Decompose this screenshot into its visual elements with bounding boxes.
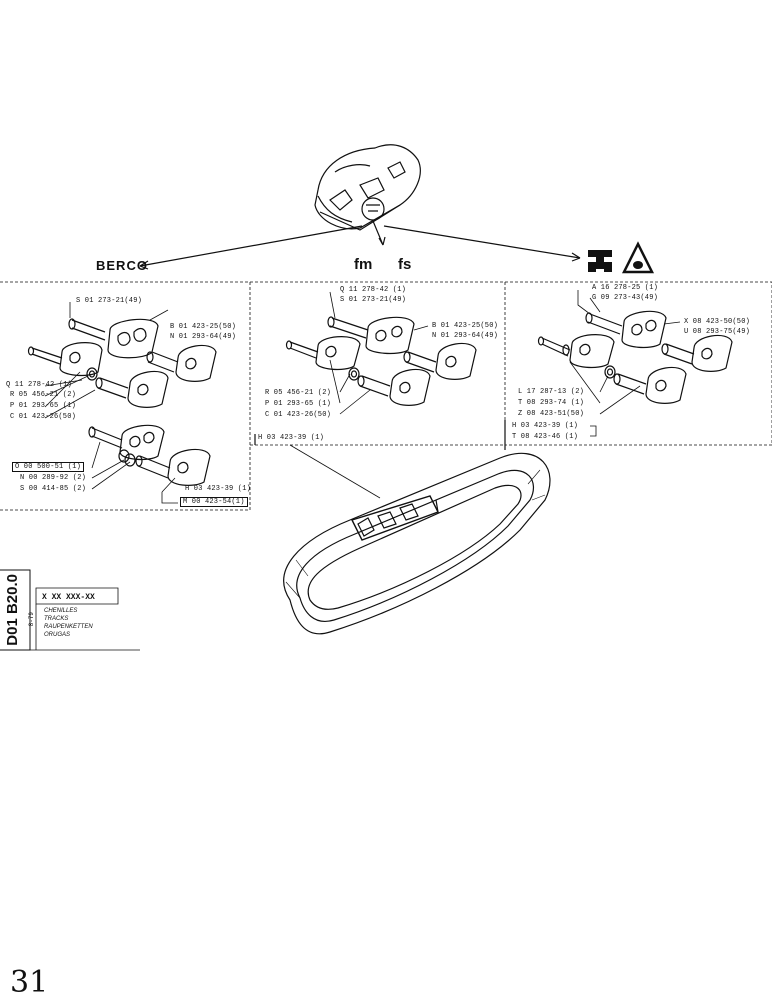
part-label: O 00 500-51 (1) [12,462,85,472]
part-label: H 03 423-39 (1) [512,422,579,430]
part-label: S 01 273-21(49) [340,296,407,304]
part-label: P 01 293-65 (1) [265,400,332,408]
part-label: A 16 278-25 (1) [592,284,659,292]
right-panel-parts [537,310,733,404]
title-name-es: ORUGAS [44,632,71,638]
part-label: S 01 273-21(49) [76,297,143,305]
middle-panel-parts [285,316,477,406]
part-label: H 03 423-39 (1) [258,434,325,442]
part-label: B 01 423-25(50) [170,323,237,331]
cat-a-brand-logos [588,241,655,274]
berco-brand-label: BERCO [96,258,148,273]
part-label: T 08 423-46 (1) [512,433,579,441]
title-name-de: RAUPENKETTEN [44,624,93,630]
part-label: M 00 423-54(1) [180,497,248,507]
page-number: 31 [10,965,49,1000]
part-label: H 03 423-39 (1) [185,485,252,493]
machine-illustration [314,144,421,231]
left-panel-parts [27,318,217,486]
part-label: R 05 456-21 (2) [10,391,77,399]
reference-number: X XX XXX-XX [42,593,95,602]
part-label: X 08 423-50(50) [684,318,751,326]
part-label: Z 08 423-51(50) [518,410,585,418]
part-label: Q 11 278-42 (1) [6,381,73,389]
title-name-fr: CHENILLES [44,608,78,614]
part-label: N 01 293-64(49) [432,332,499,340]
part-label: U 08 293-75(49) [684,328,751,336]
track-loop-illustration [283,452,551,635]
part-label: C 01 423-26(50) [10,413,77,421]
fm-brand-label: fm [354,256,373,273]
part-label: Q 11 278-42 (1) [340,286,407,294]
part-label: G 09 273-43(49) [592,294,659,302]
drawing-code-text: D01 B20.0 [4,574,21,646]
part-label: S 00 414-85 (2) [20,485,87,493]
drawing-code: D01 B20.0 [4,574,30,650]
part-label: B 01 423-25(50) [432,322,499,330]
part-label: P 01 293-65 (1) [10,402,77,410]
title-name-en: TRACKS [44,616,69,622]
part-label: R 05 456-21 (2) [265,389,332,397]
drawing-date: 8-79 [28,612,35,627]
part-label: T 08 293-74 (1) [518,399,585,407]
part-label: N 00 289-92 (2) [20,474,87,482]
part-label: C 01 423-26(50) [265,411,332,419]
fs-brand-label: fs [398,256,412,273]
part-label: N 01 293-64(49) [170,333,237,341]
part-label: L 17 287-13 (2) [518,388,585,396]
